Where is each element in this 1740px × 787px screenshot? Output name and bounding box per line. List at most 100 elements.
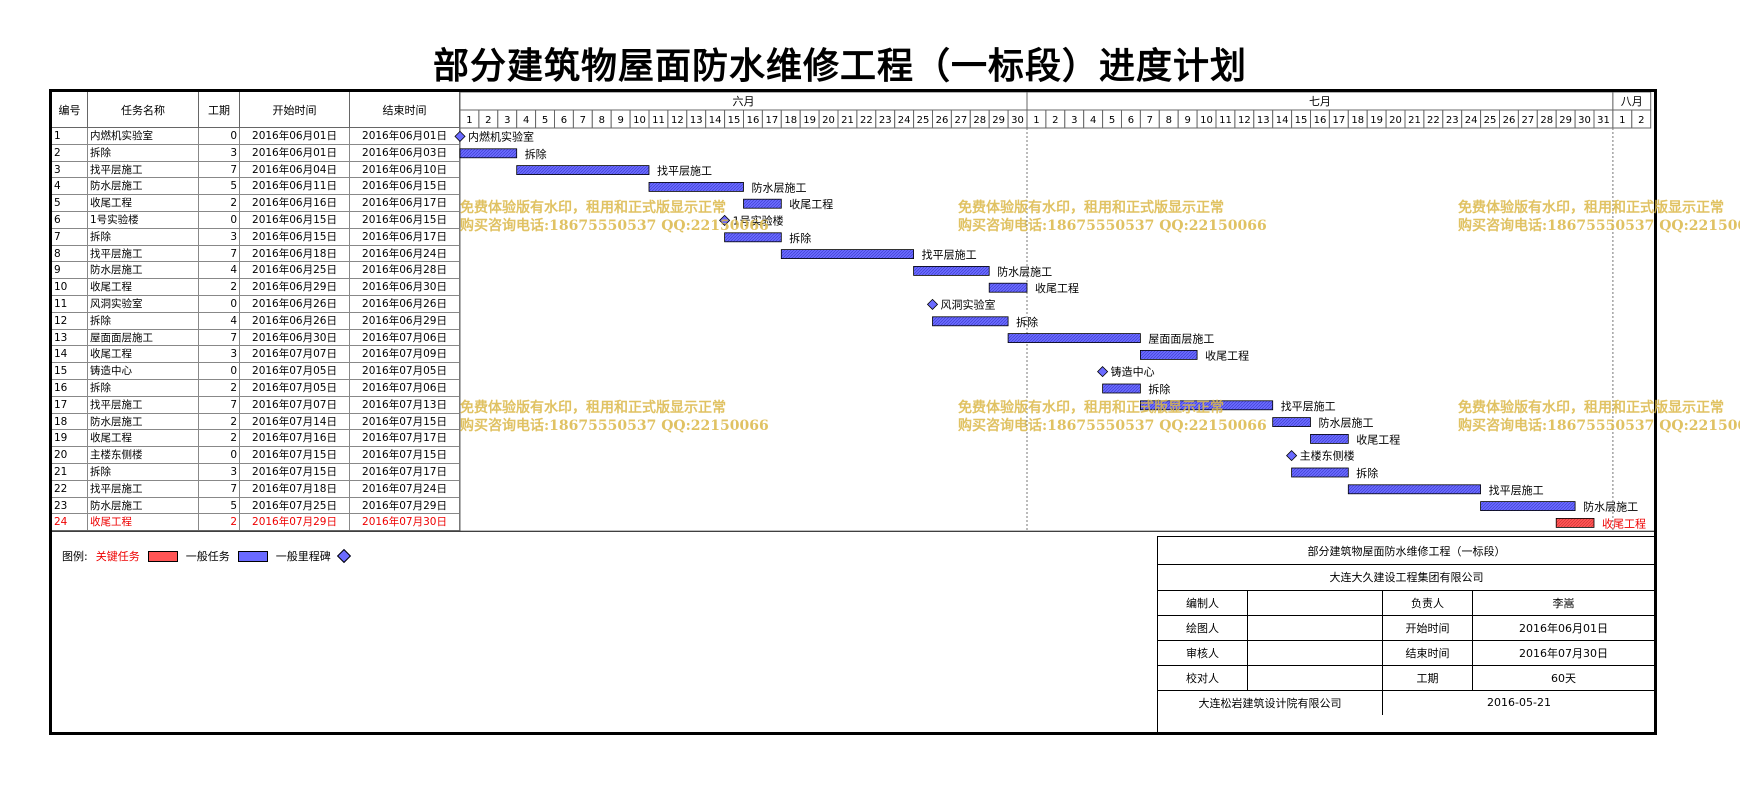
task-cell-dur: 0 [199, 447, 240, 464]
tb-owner: 李嵩 [1473, 590, 1655, 615]
day-tick-label: 2 [1052, 115, 1058, 126]
day-tick-label: 16 [747, 115, 760, 126]
day-tick-label: 11 [1219, 115, 1232, 126]
day-tick-label: 5 [1109, 115, 1115, 126]
task-bar-label: 找平层施工 [1489, 483, 1544, 497]
task-cell-name: 屋面面层施工 [88, 329, 199, 347]
milestone-label: 1号实验楼 [733, 213, 784, 227]
tb-compiler [1248, 590, 1383, 615]
task-cell-no: 24 [52, 514, 88, 532]
task-cell-name: 1号实验楼 [88, 212, 199, 229]
task-cell-name: 拆除 [88, 464, 199, 481]
page-title: 部分建筑物屋面防水维修工程（一标段）进度计划 [432, 45, 1247, 87]
day-tick-label: 20 [1389, 115, 1402, 126]
tb-checker-label: 校对人 [1158, 665, 1248, 690]
task-cell-no: 4 [52, 178, 88, 196]
tb-row-3: 审核人 结束时间 2016年07月30日 [1158, 640, 1655, 666]
day-tick-label: 11 [652, 115, 665, 126]
legend-normal-swatch [237, 550, 268, 562]
day-tick-label: 28 [973, 115, 986, 126]
day-tick-label: 6 [561, 115, 567, 126]
task-bar-label: 拆除 [1148, 382, 1170, 396]
task-bar-label: 防水层施工 [752, 180, 807, 194]
legend-milestone-label: 一般里程碑 [275, 550, 331, 563]
day-tick-label: 12 [671, 115, 684, 126]
task-cell-dur: 2 [199, 430, 240, 448]
task-cell-dur: 4 [199, 262, 240, 280]
task-bar-label: 找平层施工 [922, 248, 977, 262]
day-tick-label: 4 [1090, 115, 1096, 126]
task-cell-start: 2016年07月14日 [240, 413, 350, 431]
tb-start: 2016年06月01日 [1473, 615, 1655, 640]
task-cell-start: 2016年06月01日 [240, 144, 350, 162]
task-cell-start: 2016年07月05日 [240, 363, 350, 380]
milestone-marker [926, 298, 939, 310]
task-cell-name: 防水层施工 [88, 497, 199, 515]
tb-reviewer-label: 审核人 [1158, 640, 1248, 665]
header-duration: 工期 [199, 92, 240, 128]
day-tick-label: 30 [1011, 115, 1024, 126]
milestone-marker [1097, 366, 1109, 378]
task-cell-no: 21 [52, 464, 88, 481]
task-bar-label: 拆除 [1356, 466, 1378, 480]
task-cell-no: 13 [52, 329, 88, 347]
day-tick-label: 1 [1033, 115, 1039, 126]
task-cell-name: 找平层施工 [88, 396, 199, 414]
day-tick-label: 13 [690, 115, 703, 126]
day-tick-label: 25 [917, 115, 930, 126]
tb-duration: 60天 [1473, 665, 1655, 690]
task-bar [1102, 383, 1141, 394]
tb-date: 2016-05-21 [1487, 696, 1551, 709]
task-cell-start: 2016年06月26日 [240, 312, 350, 330]
task-cell-dur: 0 [199, 296, 240, 313]
task-bar [648, 182, 744, 192]
task-cell-start: 2016年06月18日 [240, 245, 350, 263]
task-cell-name: 防水层施工 [88, 413, 199, 431]
day-tick-label: 21 [1408, 115, 1421, 126]
task-cell-dur: 5 [199, 178, 240, 196]
task-bar-label: 防水层施工 [1583, 500, 1638, 514]
month-label: 六月 [733, 95, 755, 108]
tb-row-2: 绘图人 开始时间 2016年06月01日 [1158, 615, 1655, 641]
task-cell-start: 2016年07月16日 [240, 430, 350, 448]
tb-designer: 大连松岩建筑设计院有限公司 [1158, 690, 1383, 715]
task-cell-no: 10 [52, 279, 88, 296]
task-cell-start: 2016年07月25日 [240, 497, 350, 515]
day-tick-label: 17 [1332, 115, 1345, 126]
day-tick-label: 29 [992, 115, 1005, 126]
day-tick-label: 7 [1147, 115, 1153, 126]
legend: 图例: 关键任务 一般任务 一般里程碑 [62, 548, 351, 564]
task-cell-dur: 3 [199, 346, 240, 364]
day-tick-label: 1 [466, 115, 472, 126]
task-cell-no: 23 [52, 497, 88, 515]
task-cell-dur: 3 [199, 144, 240, 162]
task-cell-name: 拆除 [88, 144, 199, 162]
task-cell-dur: 2 [199, 279, 240, 296]
task-cell-start: 2016年07月15日 [240, 464, 350, 481]
task-cell-start: 2016年06月30日 [240, 329, 350, 347]
day-tick-label: 21 [841, 115, 854, 126]
tb-compiler-label: 编制人 [1158, 590, 1248, 615]
task-cell-no: 12 [52, 312, 88, 330]
task-bar [1310, 433, 1349, 444]
task-cell-dur: 0 [199, 363, 240, 380]
header-start: 开始时间 [240, 92, 350, 128]
task-cell-name: 找平层施工 [88, 480, 199, 498]
milestone-marker [1286, 450, 1298, 462]
tb-drawer-label: 绘图人 [1158, 615, 1248, 640]
task-cell-dur: 3 [199, 228, 240, 246]
title-block: 部分建筑物屋面防水维修工程（一标段） 大连大久建设工程集团有限公司 编制人 负责… [1157, 536, 1655, 733]
task-cell-name: 内燃机实验室 [88, 128, 199, 145]
header-no: 编号 [52, 92, 88, 128]
tb-row-1: 编制人 负责人 李嵩 [1158, 590, 1655, 616]
task-cell-dur: 2 [199, 380, 240, 397]
task-cell-name: 风洞实验室 [88, 296, 199, 313]
task-bar-label: 拆除 [1016, 315, 1038, 329]
tb-owner-label: 负责人 [1383, 590, 1473, 615]
task-cell-no: 17 [52, 396, 88, 414]
task-bar-label: 拆除 [789, 231, 811, 245]
tb-company-text: 大连大久建设工程集团有限公司 [1329, 571, 1484, 584]
task-cell-dur: 3 [199, 464, 240, 481]
task-cell-no: 15 [52, 363, 88, 380]
task-bar-label: 收尾工程 [789, 197, 833, 211]
